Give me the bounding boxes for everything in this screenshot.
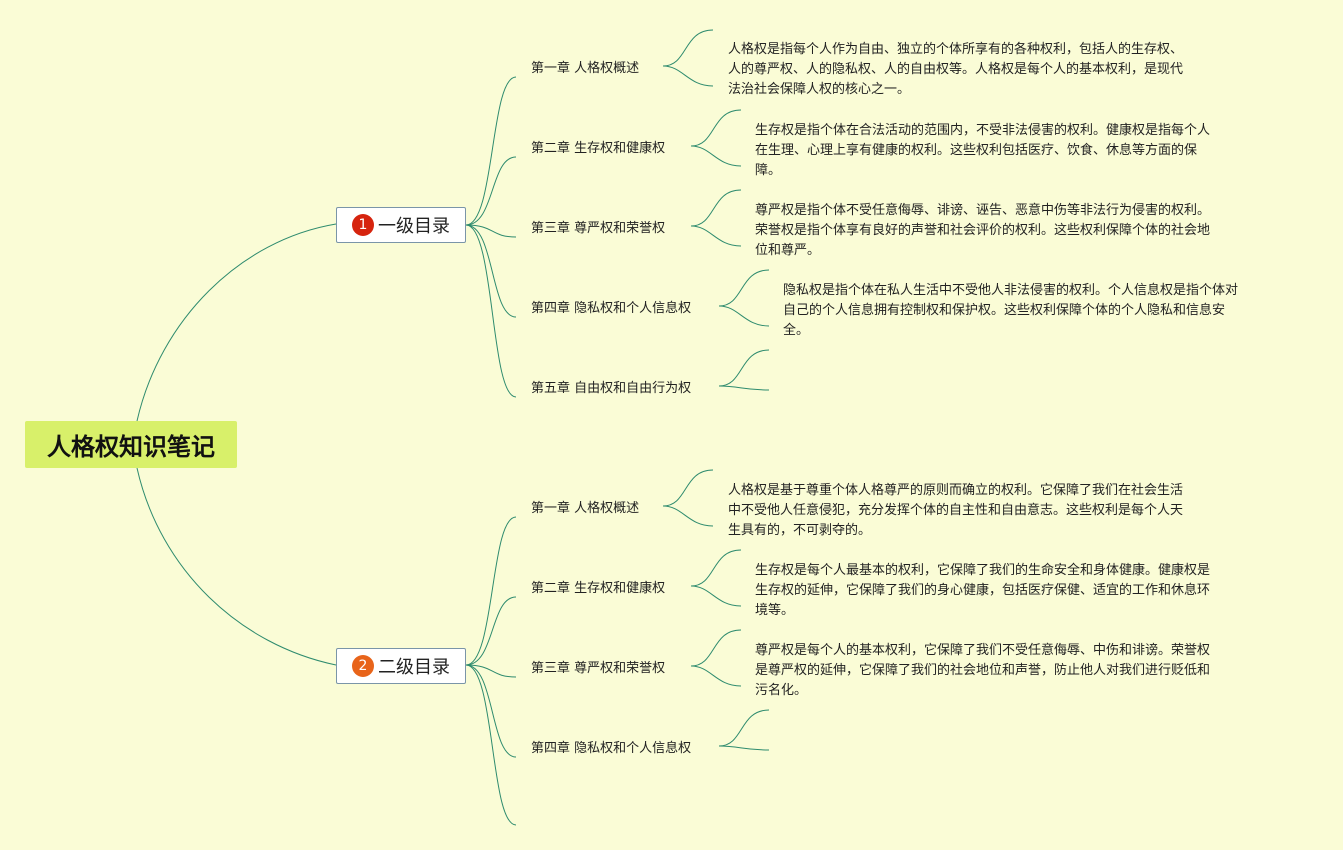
chapter-topic[interactable]: 第三章 尊严权和荣誉权 bbox=[531, 221, 666, 236]
chapter-topic[interactable]: 第二章 生存权和健康权 bbox=[531, 141, 666, 156]
root-topic-label: 人格权知识笔记 bbox=[47, 433, 215, 461]
chapter-description[interactable]: 隐私权是指个体在私人生活中不受他人非法侵害的权利。个人信息权是指个体对 自己的个… bbox=[783, 281, 1238, 341]
desc-line: 隐私权是指个体在私人生活中不受他人非法侵害的权利。个人信息权是指个体对 bbox=[783, 283, 1239, 298]
description-bracket bbox=[718, 745, 770, 751]
desc-line: 生存权的延伸，它保障了我们的身心健康，包括医疗保健、适宜的工作和休息环 bbox=[755, 583, 1211, 598]
description-bracket bbox=[690, 549, 742, 587]
desc-line: 人格权是指每个人作为自由、独立的个体所享有的各种权利，包括人的生存权、 bbox=[728, 42, 1184, 57]
priority-2-badge: 2 bbox=[352, 655, 374, 677]
branch-label: 一级目录 bbox=[378, 216, 450, 237]
desc-line: 自己的个人信息拥有控制权和保护权。这些权利保障个体的个人隐私和信息安 bbox=[783, 303, 1226, 318]
description-bracket bbox=[690, 109, 742, 147]
desc-line: 在生理、心理上享有健康的权利。这些权利包括医疗、饮食、休息等方面的保 bbox=[755, 143, 1198, 158]
description-bracket bbox=[690, 629, 742, 667]
chapter-description[interactable]: 人格权是基于尊重个体人格尊严的原则而确立的权利。它保障了我们在社会生活 中不受他… bbox=[728, 481, 1183, 541]
chapter-connector bbox=[465, 516, 517, 666]
chapter-topic[interactable]: 第三章 尊严权和荣誉权 bbox=[531, 661, 666, 676]
chapter-topic[interactable]: 第一章 人格权概述 bbox=[531, 501, 640, 516]
description-bracket bbox=[718, 269, 770, 307]
desc-line: 荣誉权是指个体享有良好的声誉和社会评价的权利。这些权利保障个体的社会地 bbox=[755, 223, 1211, 238]
desc-line: 污名化。 bbox=[755, 683, 808, 698]
description-bracket bbox=[662, 505, 714, 527]
desc-line: 位和尊严。 bbox=[755, 243, 821, 258]
chapter-connector bbox=[465, 76, 517, 226]
desc-line: 境等。 bbox=[755, 603, 795, 618]
chapter-connector bbox=[465, 224, 517, 318]
chapter-connector bbox=[465, 664, 517, 678]
branch-topic-level-2[interactable]: 2 二级目录 bbox=[336, 648, 466, 684]
chapter-topic[interactable]: 第二章 生存权和健康权 bbox=[531, 581, 666, 596]
desc-line: 生具有的，不可剥夺的。 bbox=[728, 523, 872, 538]
description-bracket bbox=[718, 385, 770, 391]
desc-line: 障。 bbox=[755, 163, 782, 178]
description-bracket bbox=[662, 469, 714, 507]
priority-1-badge: 1 bbox=[352, 214, 374, 236]
description-bracket bbox=[718, 709, 770, 747]
description-bracket bbox=[690, 585, 742, 607]
chapter-topic[interactable]: 第四章 隐私权和个人信息权 bbox=[531, 301, 692, 316]
root-connector bbox=[136, 223, 337, 422]
description-bracket bbox=[690, 189, 742, 227]
desc-line: 中不受他人任意侵犯，充分发挥个体的自主性和自由意志。这些权利是每个人天 bbox=[728, 503, 1184, 518]
desc-line: 生存权是指个体在合法活动的范围内，不受非法侵害的权利。健康权是指每个人 bbox=[755, 123, 1211, 138]
desc-line: 尊严权是每个人的基本权利，它保障了我们不受任意侮辱、中伤和诽谤。荣誉权 bbox=[755, 643, 1211, 658]
branch-label: 二级目录 bbox=[378, 657, 450, 678]
desc-line: 法治社会保障人权的核心之一。 bbox=[728, 82, 911, 97]
chapter-connector bbox=[465, 664, 517, 758]
desc-line: 人的尊严权、人的隐私权、人的自由权等。人格权是每个人的基本权利，是现代 bbox=[728, 62, 1184, 77]
branch-topic-level-1[interactable]: 1 一级目录 bbox=[336, 207, 466, 243]
chapter-description[interactable]: 生存权是指个体在合法活动的范围内，不受非法侵害的权利。健康权是指每个人 在生理、… bbox=[755, 121, 1210, 181]
description-bracket bbox=[718, 305, 770, 327]
chapter-description[interactable]: 尊严权是指个体不受任意侮辱、诽谤、诬告、恶意中伤等非法行为侵害的权利。 荣誉权是… bbox=[755, 201, 1210, 261]
chapter-connector bbox=[465, 664, 517, 826]
chapter-connector bbox=[465, 596, 517, 666]
chapter-topic[interactable]: 第四章 隐私权和个人信息权 bbox=[531, 741, 692, 756]
description-bracket bbox=[662, 65, 714, 87]
description-bracket bbox=[690, 225, 742, 247]
chapter-connector bbox=[465, 224, 517, 238]
description-bracket bbox=[662, 29, 714, 67]
chapter-connector bbox=[465, 156, 517, 226]
desc-line: 人格权是基于尊重个体人格尊严的原则而确立的权利。它保障了我们在社会生活 bbox=[728, 483, 1184, 498]
root-connector bbox=[136, 467, 337, 666]
chapter-connector bbox=[465, 224, 517, 398]
root-topic[interactable]: 人格权知识笔记 bbox=[25, 421, 237, 468]
description-bracket bbox=[690, 145, 742, 167]
chapter-topic[interactable]: 第五章 自由权和自由行为权 bbox=[531, 381, 692, 396]
chapter-topic[interactable]: 第一章 人格权概述 bbox=[531, 61, 640, 76]
chapter-description[interactable]: 生存权是每个人最基本的权利，它保障了我们的生命安全和身体健康。健康权是 生存权的… bbox=[755, 561, 1210, 621]
chapter-description[interactable]: 人格权是指每个人作为自由、独立的个体所享有的各种权利，包括人的生存权、 人的尊严… bbox=[728, 40, 1183, 100]
desc-line: 是尊严权的延伸，它保障了我们的社会地位和声誉，防止他人对我们进行贬低和 bbox=[755, 663, 1211, 678]
desc-line: 尊严权是指个体不受任意侮辱、诽谤、诬告、恶意中伤等非法行为侵害的权利。 bbox=[755, 203, 1211, 218]
desc-line: 全。 bbox=[783, 323, 810, 338]
description-bracket bbox=[690, 665, 742, 687]
chapter-description[interactable]: 尊严权是每个人的基本权利，它保障了我们不受任意侮辱、中伤和诽谤。荣誉权 是尊严权… bbox=[755, 641, 1210, 701]
desc-line: 生存权是每个人最基本的权利，它保障了我们的生命安全和身体健康。健康权是 bbox=[755, 563, 1211, 578]
description-bracket bbox=[718, 349, 770, 387]
